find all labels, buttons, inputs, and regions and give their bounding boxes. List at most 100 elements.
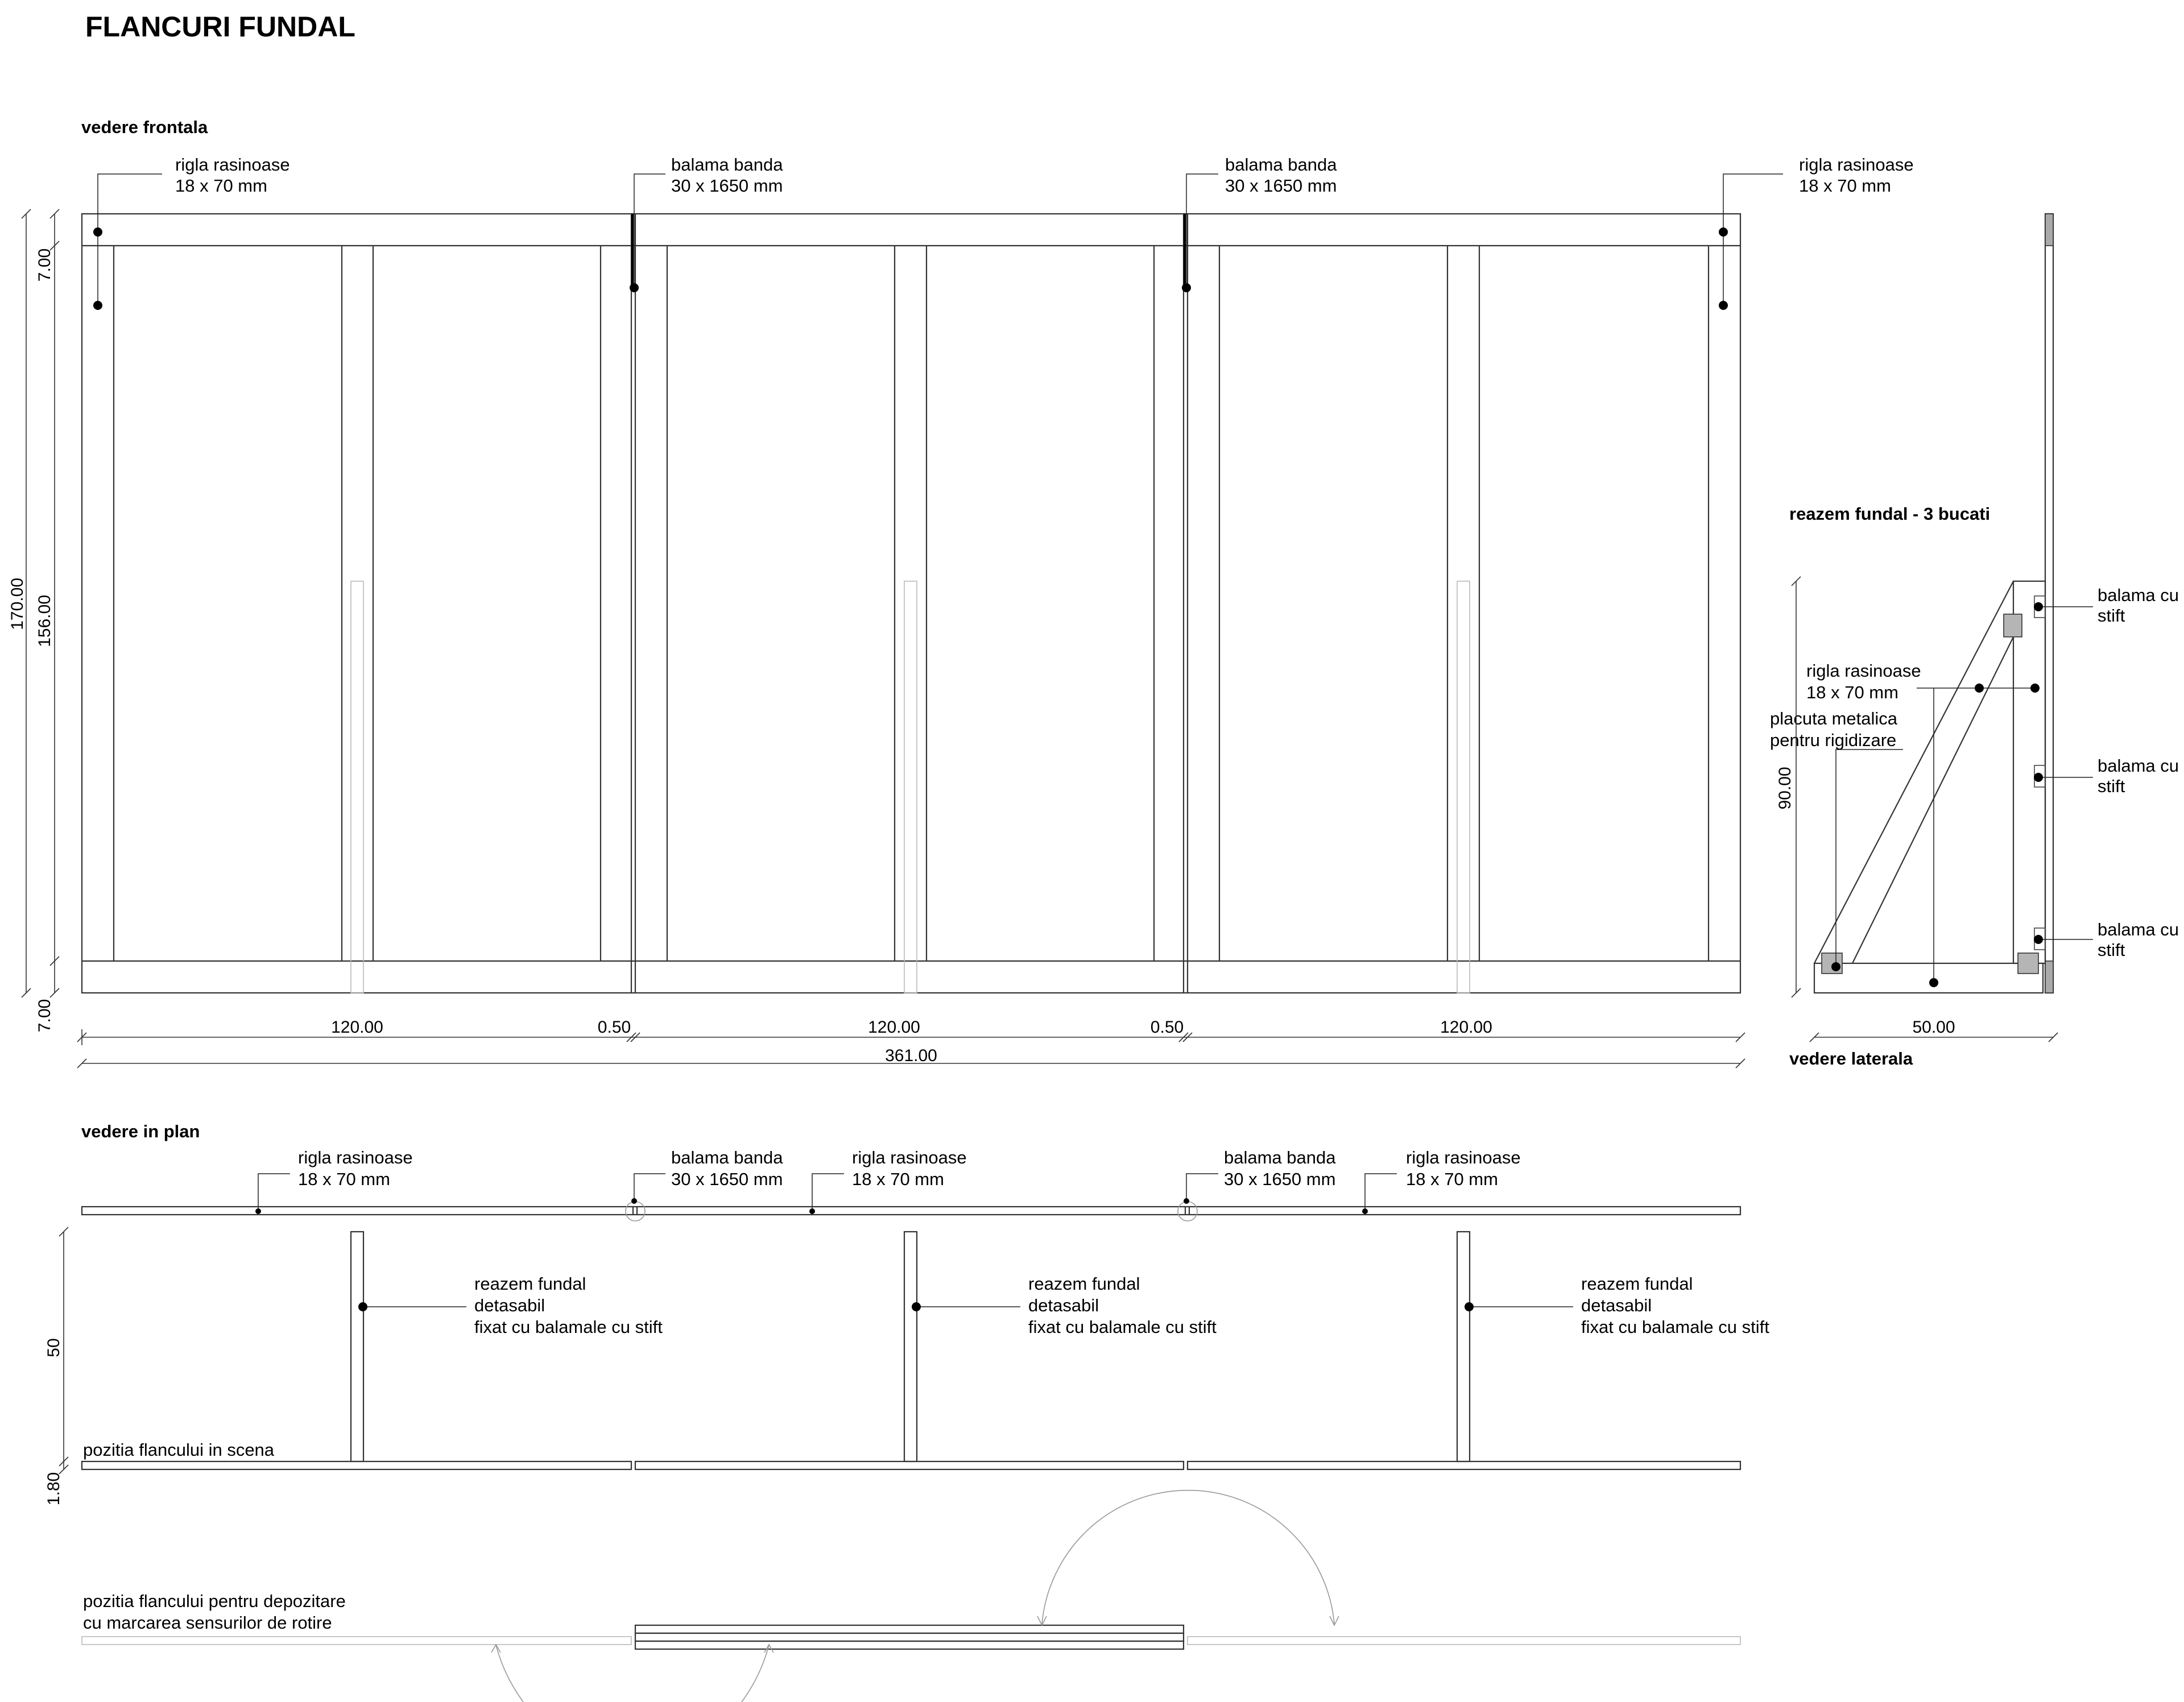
dim-top-rail: 7.00 [35,249,54,281]
dim-height-inner: 156.00 [35,595,54,647]
marker-dot [2034,773,2043,782]
label-reazem-3a: reazem fundal [1581,1274,1693,1294]
plan-view-title: vedere in plan [81,1121,200,1141]
marker-dot [1184,1198,1189,1204]
label-rigla-left-1: rigla rasinoase [175,155,290,175]
marker-dot [1362,1208,1368,1214]
dim-tick [49,956,60,966]
dim-tick [21,209,31,219]
drawing-title: FLANCURI FUNDAL [85,11,355,43]
marker-dot [631,1198,637,1204]
label-reazem-2b: detasabil [1028,1295,1099,1315]
dim-tick [626,1032,636,1042]
side-view-caption: vedere laterala [1789,1049,1913,1069]
label-reazem-2c: fixat cu balamale cu stift [1028,1317,1217,1337]
marker-dot [1182,283,1191,292]
leader-plan-rigla-2 [812,1173,844,1211]
label-plan-rigla-3b: 18 x 70 mm [1406,1169,1498,1189]
rotation-arrow [1037,1616,1047,1626]
plan-panel-scene-3 [1186,1460,1742,1471]
brace-inner [1852,636,2014,964]
plan-panel-scene-2 [634,1460,1185,1471]
rotation-arrow [764,1643,774,1653]
label-plan-rigla-2b: 18 x 70 mm [852,1169,944,1189]
label-plan-balama-1b: 30 x 1650 mm [671,1169,783,1189]
label-depozitare-1: pozitia flancului pentru depozitare [83,1591,346,1611]
label-hinge-3a: balama cu [2098,920,2179,939]
front-frame [81,213,1742,994]
label-hinge-2a: balama cu [2098,756,2179,776]
plan-support-2 [903,1231,918,1463]
leader-rigla-left [97,173,162,305]
marker-dot [2034,935,2043,944]
dim-bottom-rail: 7.00 [35,999,54,1032]
label-depozitare-2: cu marcarea sensurilor de rotire [83,1613,332,1633]
label-reazem-3c: fixat cu balamale cu stift [1581,1317,1769,1337]
front-view: rigla rasinoase 18 x 70 mm balama banda … [8,155,1914,1069]
support-base [1813,962,2044,994]
dim-tick [49,988,60,998]
support-upright [2012,580,2046,964]
dim-gap-1: 0.50 [598,1018,631,1037]
dim-tick [1735,1032,1745,1042]
dim-tick [1791,576,1801,586]
dim-tick [1791,988,1801,998]
front-view-title: vedere frontala [81,117,208,137]
marker-dot [912,1302,921,1311]
label-rigla-right-2: 18 x 70 mm [1799,176,1891,196]
label-hinge-1a: balama cu [2098,585,2179,605]
marker-dot [1975,684,1984,693]
leader-placuta [1835,749,1903,967]
leader-plan-rigla-3 [1364,1173,1397,1211]
label-hinge-2b: stift [2098,776,2125,796]
dim-tick [1809,1032,1819,1042]
marker-dot [255,1208,261,1214]
dim-tick [21,988,31,998]
leader-rigla-right [1723,173,1783,305]
dim-side-height: 90.00 [1776,767,1794,809]
leader-balama-1 [634,173,665,288]
marker-dot [2034,602,2043,611]
support-ghost [904,581,917,993]
dim-tick [49,209,60,219]
storage-panel-3 [634,1640,1185,1650]
label-balama-2-1: balama banda [1225,155,1337,175]
marker-dot [1465,1302,1474,1311]
label-balama-1-1: balama banda [671,155,783,175]
label-plan-rigla-2a: rigla rasinoase [852,1148,967,1167]
marker-dot [1929,978,1938,987]
marker-dot [630,283,639,292]
marker-dot [93,301,102,310]
dim-plan-thickness: 1.80 [44,1472,63,1505]
dim-height-total: 170.00 [8,578,27,630]
dim-tick [1178,1032,1189,1042]
label-placuta-1: placuta metalica [1770,709,1898,728]
brace-outer [1814,581,2014,964]
support-ghost [1457,581,1470,993]
dim-tick [49,241,60,251]
plan-view: rigla rasinoase 18 x 70 mm balama banda … [44,1148,1769,1702]
label-reazem-1b: detasabil [474,1295,545,1315]
label-balama-2-2: 30 x 1650 mm [1225,176,1337,196]
label-plan-rigla-1a: rigla rasinoase [298,1148,413,1167]
side-view-title: reazem fundal - 3 bucati [1789,504,1990,524]
dim-tick [630,1032,640,1042]
label-reazem-3b: detasabil [1581,1295,1652,1315]
label-scena: pozitia flancului in scena [83,1440,275,1460]
marker-dot [1719,301,1728,310]
dim-tick [59,1456,69,1467]
label-reazem-2a: reazem fundal [1028,1274,1140,1294]
marker-dot [358,1302,367,1311]
marker-dot [93,227,102,237]
storage-panel-1 [634,1624,1185,1634]
label-rigla-side-2: 18 x 70 mm [1806,682,1898,702]
metal-plate [1821,953,1843,974]
label-reazem-1a: reazem fundal [474,1274,586,1294]
label-rigla-side-1: rigla rasinoase [1806,661,1921,681]
marker-dot [2030,684,2040,693]
label-plan-rigla-1b: 18 x 70 mm [298,1169,390,1189]
storage-panel-2 [634,1632,1185,1642]
label-plan-balama-2a: balama banda [1224,1148,1336,1167]
leader-plan-balama-1 [634,1173,665,1201]
label-plan-balama-1a: balama banda [671,1148,783,1167]
